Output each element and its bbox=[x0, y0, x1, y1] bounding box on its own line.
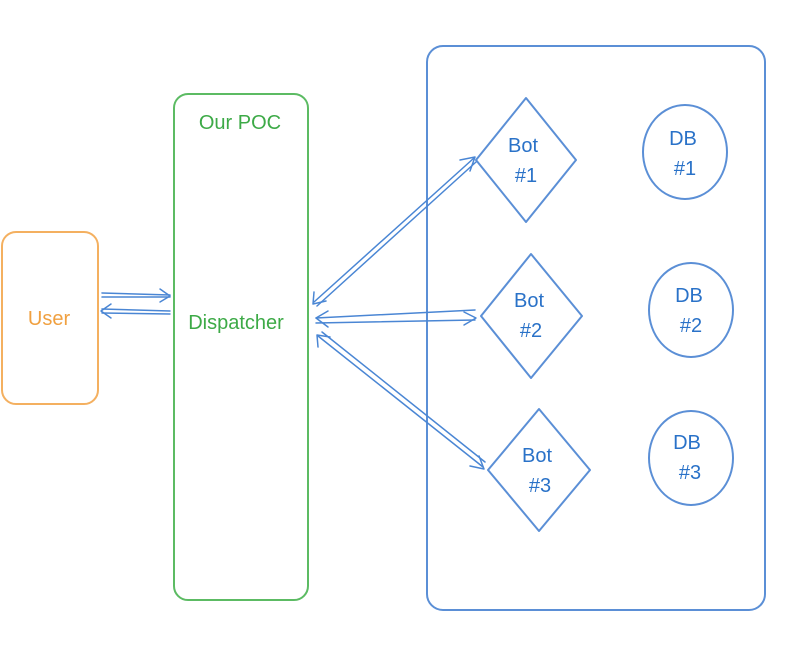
bot-cluster-container bbox=[426, 45, 766, 611]
db-node-2: DB #2 bbox=[648, 262, 734, 358]
bot-2-label-line1: Bot bbox=[514, 290, 544, 312]
db-2-label-line2: #2 bbox=[680, 315, 702, 337]
dispatcher-label: Dispatcher bbox=[188, 312, 284, 334]
arrow-dispatcher-to-user bbox=[100, 303, 171, 319]
db-3-label-line1: DB bbox=[673, 432, 701, 454]
bot-1-label-line1: Bot bbox=[508, 135, 538, 157]
db-2-label-line1: DB bbox=[675, 285, 703, 307]
arrow-user-to-dispatcher bbox=[101, 288, 171, 303]
bot-3-label-line1: Bot bbox=[522, 445, 552, 467]
db-node-3: DB #3 bbox=[648, 410, 734, 506]
bot-node-1: Bot #1 bbox=[475, 97, 577, 223]
bot-node-3: Bot #3 bbox=[487, 408, 591, 532]
poc-container: Our POC Dispatcher bbox=[173, 93, 309, 601]
bot-3-label-line2: #3 bbox=[529, 475, 551, 497]
bot-node-2: Bot #2 bbox=[480, 253, 583, 379]
user-node: User bbox=[1, 231, 99, 405]
db-1-label-line1: DB bbox=[669, 128, 697, 150]
bot-2-label-line2: #2 bbox=[520, 320, 542, 342]
arrow-dispatcher-bot-1 bbox=[312, 156, 477, 307]
db-1-label-line2: #1 bbox=[674, 158, 696, 180]
poc-title: Our POC bbox=[199, 112, 281, 134]
db-node-1: DB #1 bbox=[642, 104, 728, 200]
user-label: User bbox=[28, 308, 71, 330]
db-3-label-line2: #3 bbox=[679, 462, 701, 484]
arrow-dispatcher-bot-3 bbox=[316, 331, 486, 470]
arrow-dispatcher-bot-2 bbox=[315, 309, 477, 328]
bot-1-label-line2: #1 bbox=[515, 165, 537, 187]
